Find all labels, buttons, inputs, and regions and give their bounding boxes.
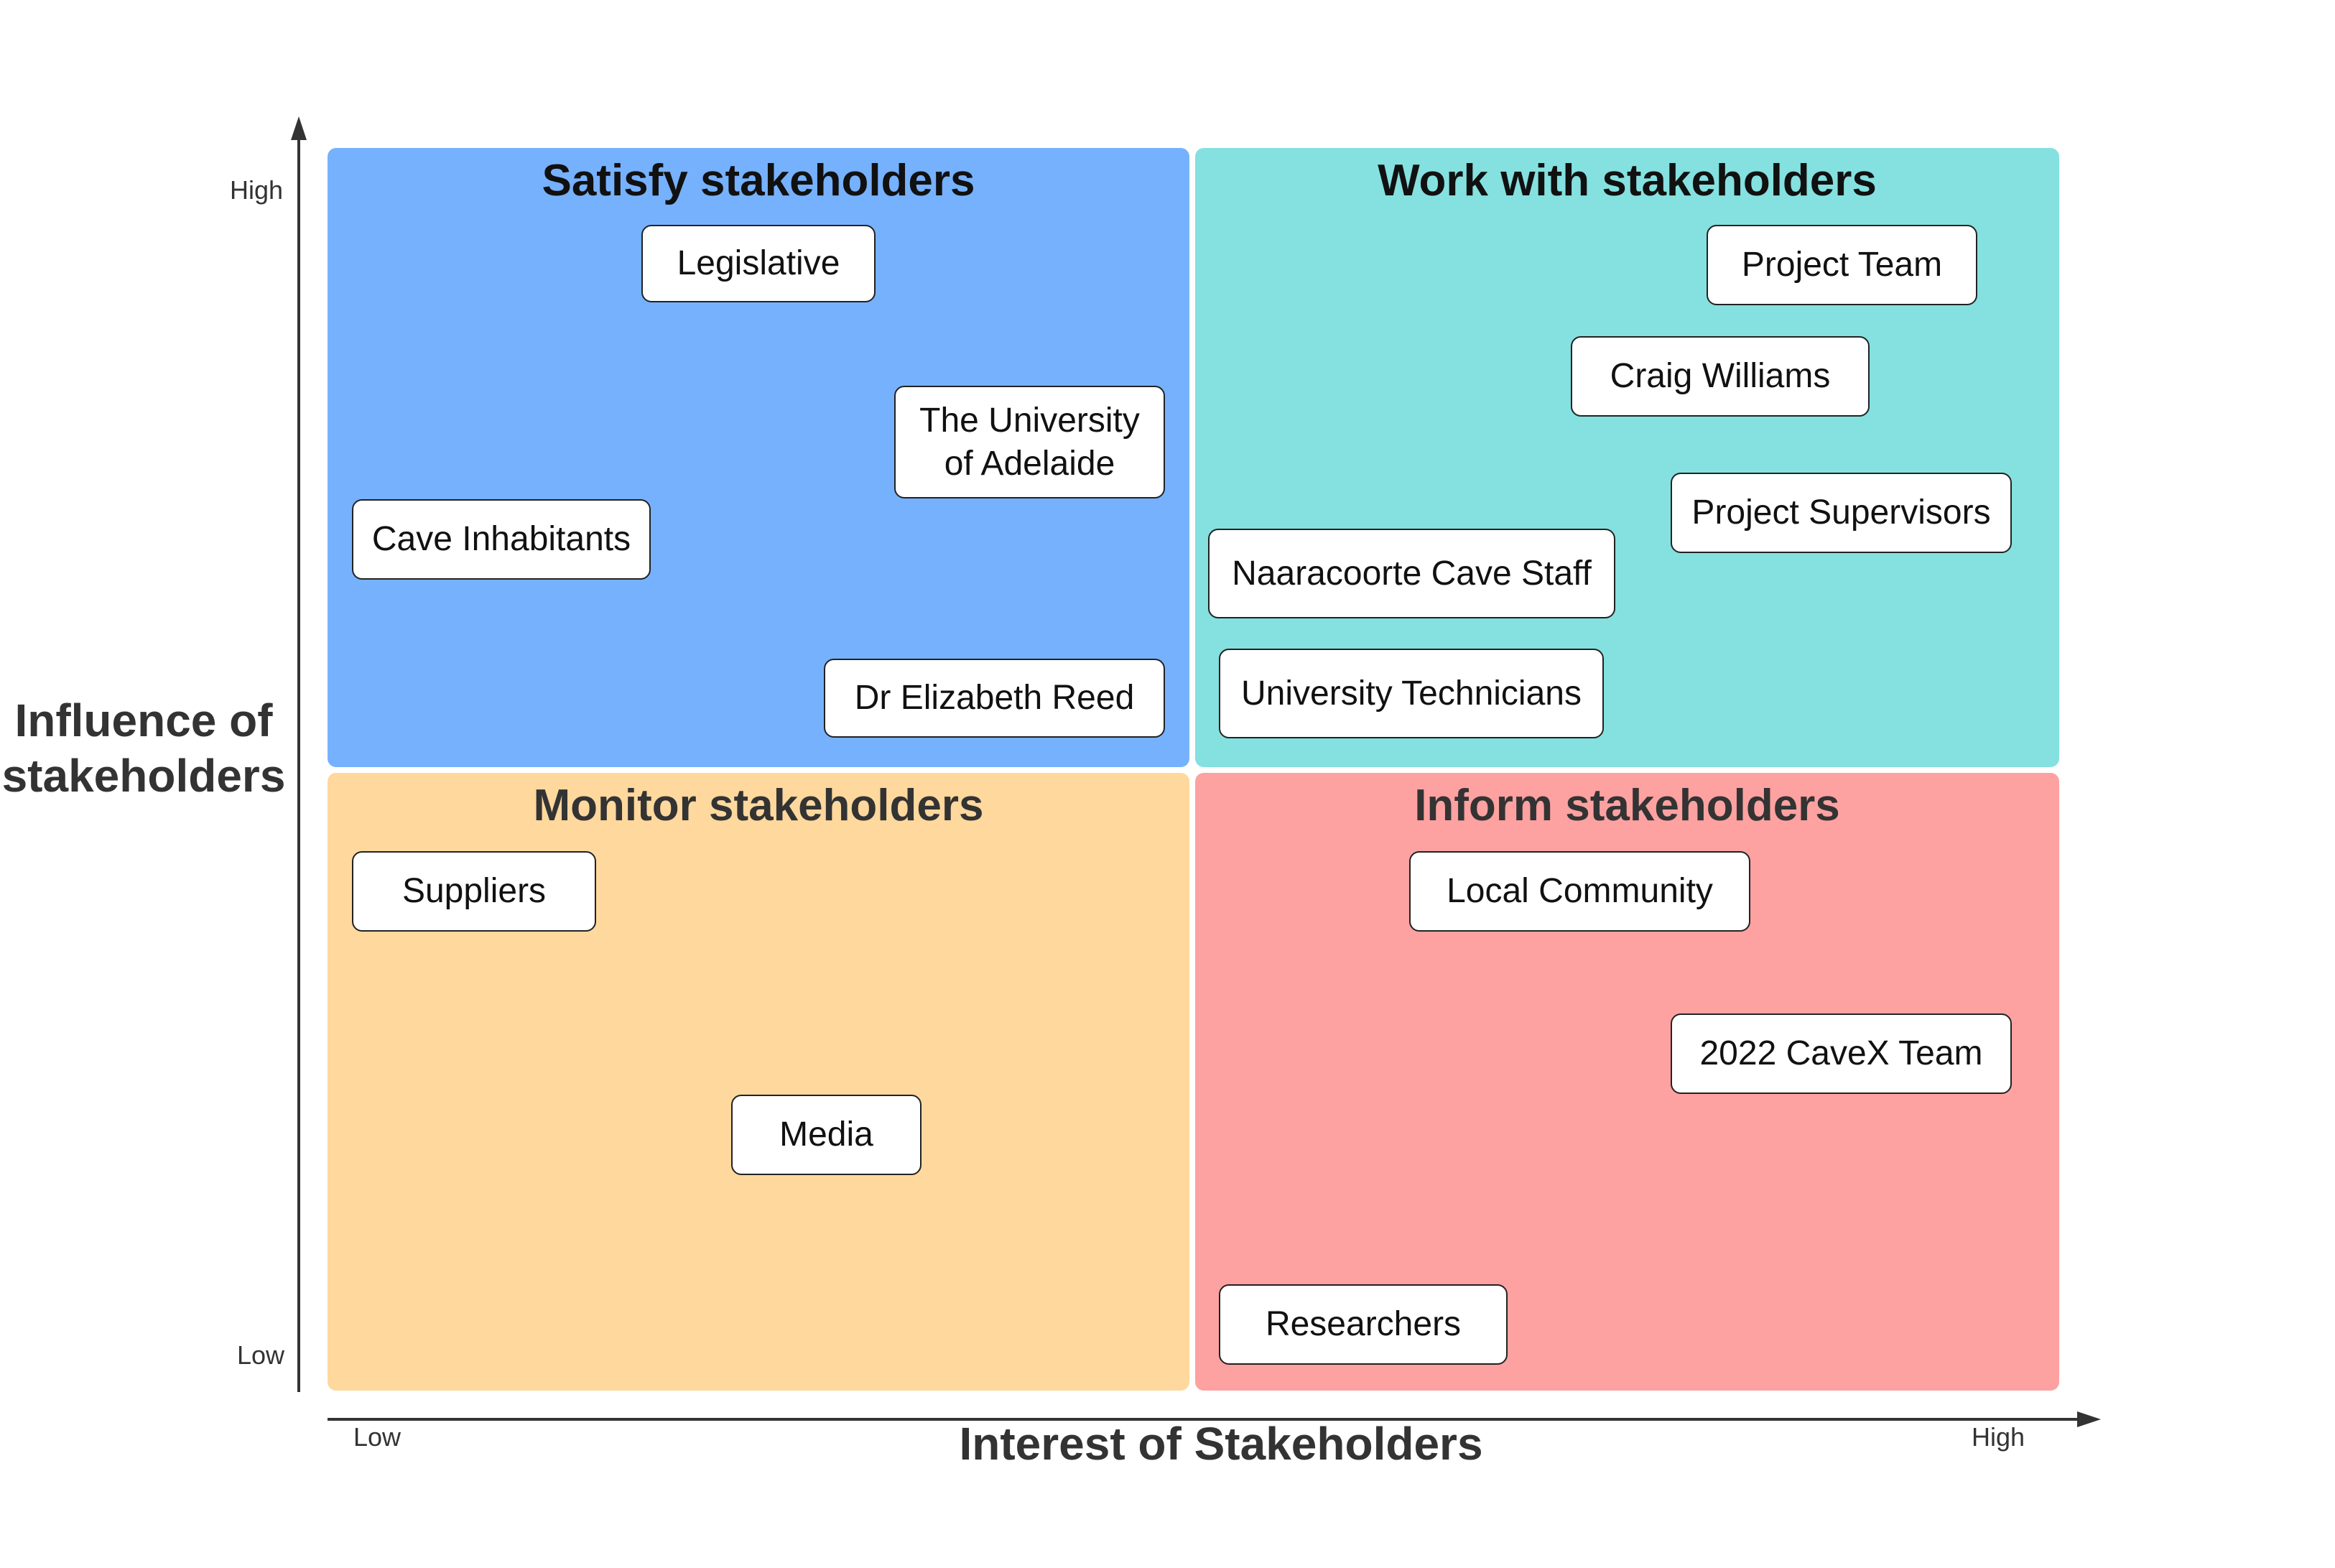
node-dr-elizabeth-reed[interactable]: Dr Elizabeth Reed [824, 659, 1165, 738]
node-suppliers[interactable]: Suppliers [352, 851, 596, 932]
node-university-technicians[interactable]: University Technicians [1219, 649, 1604, 738]
node-researchers[interactable]: Researchers [1219, 1284, 1508, 1365]
y-axis-high-label: High [230, 175, 284, 205]
node-project-team[interactable]: Project Team [1707, 225, 1977, 305]
quadrant-title: Satisfy stakeholders [542, 156, 975, 205]
node-university-of-adelaide[interactable]: The University of Adelaide [894, 386, 1165, 498]
x-axis-low-label: Low [353, 1422, 401, 1452]
y-axis-title: Influence of stakeholders [1, 695, 286, 802]
x-axis-title: Interest of Stakeholders [959, 1418, 1483, 1470]
node-legislative[interactable]: Legislative [641, 225, 876, 302]
node-media[interactable]: Media [731, 1095, 922, 1175]
quadrant-title: Work with stakeholders [1378, 156, 1877, 205]
node-project-supervisors[interactable]: Project Supervisors [1671, 473, 2012, 553]
node-2022-cavex-team[interactable]: 2022 CaveX Team [1671, 1013, 2012, 1094]
x-axis-high-label: High [1972, 1422, 2025, 1452]
quadrant-title: Inform stakeholders [1414, 781, 1840, 830]
x-axis-arrow [2077, 1411, 2101, 1427]
node-cave-inhabitants[interactable]: Cave Inhabitants [352, 499, 651, 580]
node-naaracoorte-cave-staff[interactable]: Naaracoorte Cave Staff [1208, 529, 1615, 618]
node-craig-williams[interactable]: Craig Williams [1571, 336, 1870, 417]
quadrant-title: Monitor stakeholders [533, 781, 984, 830]
node-local-community[interactable]: Local Community [1409, 851, 1750, 932]
y-axis-arrow [291, 116, 307, 140]
y-axis-low-label: Low [237, 1340, 285, 1370]
